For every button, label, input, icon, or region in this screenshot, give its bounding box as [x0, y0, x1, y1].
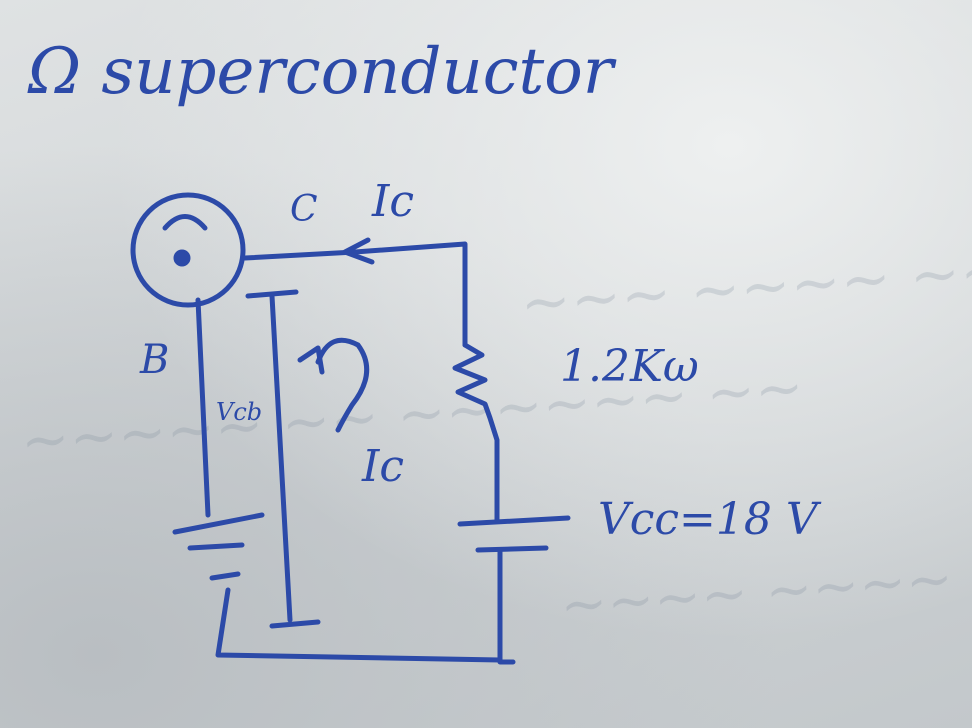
collector-current-arrow [342, 237, 375, 265]
loop-current-label: Ic [362, 441, 405, 492]
loop-current-arrow [315, 337, 370, 433]
vcb-label: Vcb [216, 398, 263, 426]
vcc-lower-wire [497, 547, 516, 665]
base-battery-long-plate [172, 512, 265, 535]
supply-voltage-label: Vcc=18 V [598, 494, 818, 545]
resistor-symbol [452, 342, 500, 523]
page-heading: Ω superconductor [28, 35, 614, 109]
collector-label: C [290, 189, 318, 230]
base-battery-plate-3 [209, 571, 241, 581]
transistor-symbol [130, 192, 246, 308]
collector-wire [242, 241, 468, 348]
collector-current-label-top: Ic [372, 176, 415, 227]
base-label: B [140, 337, 170, 383]
transistor-arc [162, 214, 208, 231]
resistor-value-label: 1.2Kω [560, 341, 699, 392]
vcb-bottom-marker [269, 619, 321, 629]
bottom-return-wire [215, 587, 503, 663]
loop-current-arrowhead [297, 345, 325, 375]
transistor-dot [173, 249, 191, 267]
vcb-measurement-line [269, 293, 293, 623]
base-battery-short-plate [187, 542, 245, 551]
vcc-battery-short-plate [475, 545, 549, 553]
base-wire [195, 297, 211, 518]
vcc-battery-long-plate [457, 515, 571, 527]
